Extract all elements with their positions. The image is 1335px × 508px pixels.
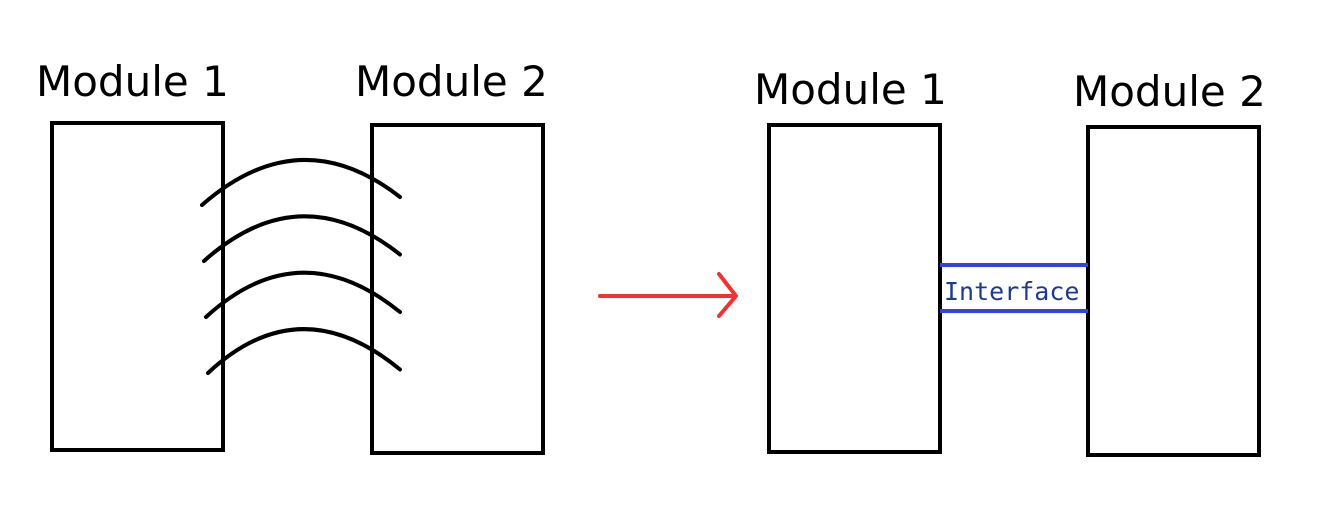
- coupling-arc: [200, 158, 402, 207]
- coupling-lines: [200, 158, 402, 375]
- interfaced-modules-group: Module 1 Module 2 Interface: [754, 65, 1266, 457]
- module-1-box-before: [50, 121, 225, 452]
- module-2-box-after: [1086, 125, 1261, 457]
- arrow-head: [717, 272, 738, 318]
- module-1-label-after: Module 1: [754, 65, 947, 114]
- coupling-arc: [202, 214, 402, 263]
- interface-label: Interface: [944, 277, 1079, 306]
- module-2-label-before: Module 2: [355, 57, 548, 106]
- coupling-arc: [206, 327, 402, 375]
- coupled-modules-group: Module 1 Module 2: [36, 57, 548, 455]
- arrow-right-icon: [598, 272, 738, 318]
- module-2-label-after: Module 2: [1073, 67, 1266, 116]
- module-1-box-after: [767, 123, 942, 454]
- module-1-label-before: Module 1: [36, 57, 229, 106]
- interface-connector: Interface: [940, 263, 1088, 313]
- coupling-arc: [204, 270, 402, 319]
- module-2-box-before: [370, 123, 545, 455]
